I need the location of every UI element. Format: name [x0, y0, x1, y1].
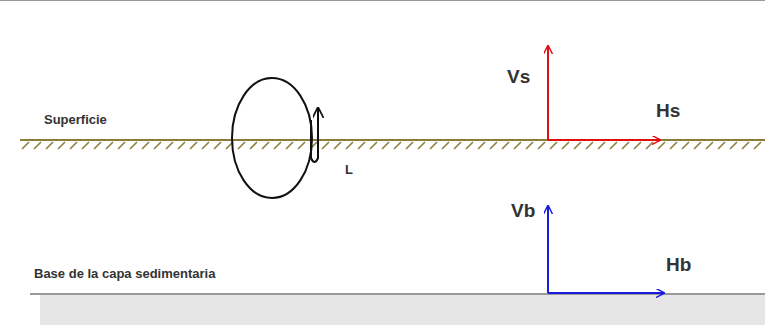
bedrock-band [40, 295, 765, 325]
hatch-stroke [742, 142, 749, 149]
hatch-stroke [610, 142, 617, 149]
hatch-stroke [454, 142, 461, 149]
component-label: Hb [666, 254, 691, 276]
hatch-stroke [202, 142, 209, 149]
hatch-stroke [706, 142, 713, 149]
hatch-stroke [190, 142, 197, 149]
surface-line [20, 139, 765, 141]
hatch-stroke [466, 142, 473, 149]
hatch-stroke [694, 142, 701, 149]
hatch-stroke [490, 142, 497, 149]
hatch-stroke [274, 142, 281, 149]
hatch-stroke [430, 142, 437, 149]
hatch-stroke [46, 142, 53, 149]
hatch-stroke [154, 142, 161, 149]
hatch-stroke [70, 142, 77, 149]
hatch-stroke [58, 142, 65, 149]
horizontal-surface-arrow [548, 139, 660, 141]
love-arrow [311, 108, 318, 162]
hatch-stroke [118, 142, 125, 149]
hatch-stroke [574, 142, 581, 149]
hatch-stroke [718, 142, 725, 149]
hatch-stroke [358, 142, 365, 149]
top-rule [0, 0, 765, 1]
hatch-stroke [370, 142, 377, 149]
hatch-stroke [442, 142, 449, 149]
hatch-stroke [418, 142, 425, 149]
hatch-stroke [382, 142, 389, 149]
hatch-stroke [550, 142, 557, 149]
hatch-stroke [106, 142, 113, 149]
wave-label: L [345, 163, 353, 178]
hatch-stroke [598, 142, 605, 149]
particle-orbit [232, 78, 312, 198]
hatch-stroke [730, 142, 737, 149]
hatch-stroke [406, 142, 413, 149]
hatch-stroke [622, 142, 629, 149]
hatch-stroke [250, 142, 257, 149]
surface-label: Superficie [44, 113, 107, 128]
hatch-stroke [514, 142, 521, 149]
component-label: Hs [656, 100, 680, 122]
hatch-stroke [754, 142, 761, 149]
ground-hatching [22, 142, 761, 149]
hatch-stroke [562, 142, 569, 149]
hatch-stroke [670, 142, 677, 149]
hatch-stroke [586, 142, 593, 149]
base-line [30, 293, 765, 295]
hatch-stroke [34, 142, 41, 149]
vertical-surface-arrow [547, 46, 549, 140]
hatch-stroke [502, 142, 509, 149]
hatch-stroke [214, 142, 221, 149]
hatch-stroke [682, 142, 689, 149]
component-label: Vb [511, 200, 535, 222]
hatch-stroke [394, 142, 401, 149]
hatch-stroke [538, 142, 545, 149]
hatch-stroke [166, 142, 173, 149]
hatch-stroke [298, 142, 305, 149]
hatch-stroke [262, 142, 269, 149]
hatch-stroke [646, 142, 653, 149]
hatch-stroke [238, 142, 245, 149]
hatch-stroke [322, 142, 329, 149]
hatch-stroke [142, 142, 149, 149]
hatch-stroke [94, 142, 101, 149]
hatch-stroke [178, 142, 185, 149]
hatch-stroke [658, 142, 665, 149]
hatch-stroke [526, 142, 533, 149]
hatch-stroke [634, 142, 641, 149]
hatch-stroke [130, 142, 137, 149]
base-label: Base de la capa sedimentaria [34, 267, 215, 282]
horizontal-base-arrow [548, 292, 664, 294]
hatch-stroke [478, 142, 485, 149]
hatch-stroke [82, 142, 89, 149]
hatch-stroke [334, 142, 341, 149]
hatch-stroke [22, 142, 29, 149]
hatch-stroke [346, 142, 353, 149]
hatch-stroke [286, 142, 293, 149]
component-label: Vs [507, 66, 530, 88]
vertical-base-arrow [547, 206, 549, 293]
